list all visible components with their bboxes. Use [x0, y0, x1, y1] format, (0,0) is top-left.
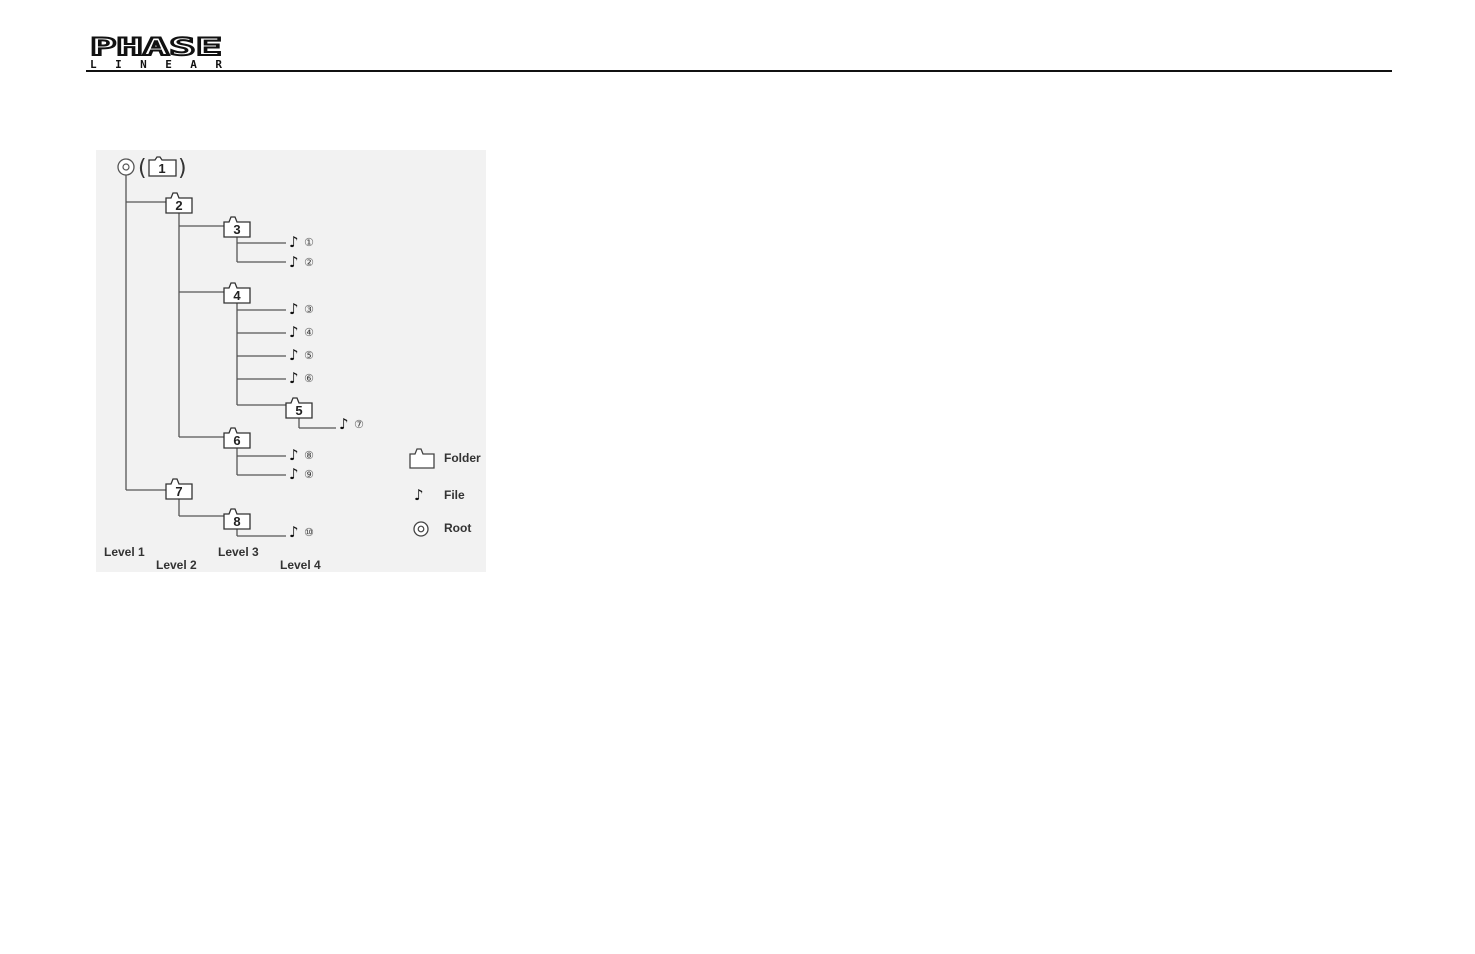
- svg-text:④: ④: [304, 326, 314, 339]
- svg-text:⑤: ⑤: [304, 349, 314, 362]
- svg-text:⑩: ⑩: [304, 526, 314, 539]
- svg-text:♪: ♪: [289, 523, 299, 541]
- folder-tree-diagram: ( 1 ) 2 3 4 5 6 7: [96, 150, 486, 572]
- level-label: Level 3: [218, 545, 259, 559]
- root-icon: [117, 158, 135, 176]
- root-folder-number: 1: [158, 161, 165, 176]
- header-rule: [86, 70, 1392, 72]
- svg-text:♪: ♪: [289, 300, 299, 318]
- svg-text:②: ②: [304, 256, 314, 269]
- folder-icon: 7: [165, 478, 193, 500]
- svg-text:4: 4: [233, 288, 241, 303]
- file-icon: ♪④: [289, 323, 314, 341]
- svg-text:8: 8: [233, 514, 240, 529]
- svg-text:⑧: ⑧: [304, 449, 314, 462]
- folder-icon: 8: [223, 508, 251, 530]
- folder-icon: 2: [165, 192, 193, 214]
- legend-file-label: File: [444, 488, 465, 502]
- legend-folder-label: Folder: [444, 451, 481, 465]
- file-icon: ♪⑩: [289, 523, 314, 541]
- folder-icon: 5: [285, 397, 313, 419]
- svg-text:⑥: ⑥: [304, 372, 314, 385]
- phase-linear-logo: PHASE LINEAR: [89, 34, 223, 70]
- logo-text-top: PHASE: [90, 34, 222, 61]
- svg-text:♪: ♪: [289, 346, 299, 364]
- file-icon: ♪③: [289, 300, 314, 318]
- svg-text:♪: ♪: [289, 465, 299, 483]
- svg-text:♪: ♪: [289, 233, 299, 251]
- file-icon: ♪⑧: [289, 446, 314, 464]
- svg-text:⑦: ⑦: [354, 418, 364, 431]
- svg-text:♪: ♪: [289, 323, 299, 341]
- folder-icon: 6: [223, 427, 251, 449]
- svg-text:6: 6: [233, 433, 240, 448]
- file-icon: ♪⑦: [339, 415, 364, 433]
- file-icon: ♪⑥: [289, 369, 314, 387]
- legend-folder-icon: [409, 448, 435, 469]
- svg-text:7: 7: [175, 484, 182, 499]
- file-icon: ♪⑤: [289, 346, 314, 364]
- svg-text:♪: ♪: [289, 253, 299, 271]
- legend: Folder ♪ File Root: [409, 448, 481, 537]
- folder-icon: 3: [223, 216, 251, 238]
- svg-text:♪: ♪: [289, 369, 299, 387]
- legend-file-icon: ♪: [414, 486, 424, 504]
- svg-text:♪: ♪: [339, 415, 349, 433]
- svg-text:③: ③: [304, 303, 314, 316]
- tree-connectors: [125, 174, 336, 537]
- level-label: Level 1: [104, 545, 145, 559]
- folder-icon: 4: [223, 282, 251, 304]
- file-icon: ♪①: [289, 233, 314, 251]
- file-icon: ♪②: [289, 253, 314, 271]
- svg-text:①: ①: [304, 236, 314, 249]
- svg-text:(: (: [138, 156, 147, 181]
- file-icon: ♪⑨: [289, 465, 314, 483]
- svg-text:): ): [178, 156, 187, 181]
- root-folder-icon: 1: [148, 156, 177, 177]
- level-label: Level 4: [280, 558, 321, 572]
- folder-tree-svg: ( 1 ) 2 3 4 5 6 7: [104, 156, 481, 572]
- svg-text:♪: ♪: [289, 446, 299, 464]
- svg-text:5: 5: [295, 403, 302, 418]
- legend-root-label: Root: [444, 521, 471, 535]
- svg-text:3: 3: [233, 222, 240, 237]
- level-label: Level 2: [156, 558, 197, 572]
- svg-text:⑨: ⑨: [304, 468, 314, 481]
- svg-text:2: 2: [175, 198, 182, 213]
- legend-root-icon: [413, 521, 429, 537]
